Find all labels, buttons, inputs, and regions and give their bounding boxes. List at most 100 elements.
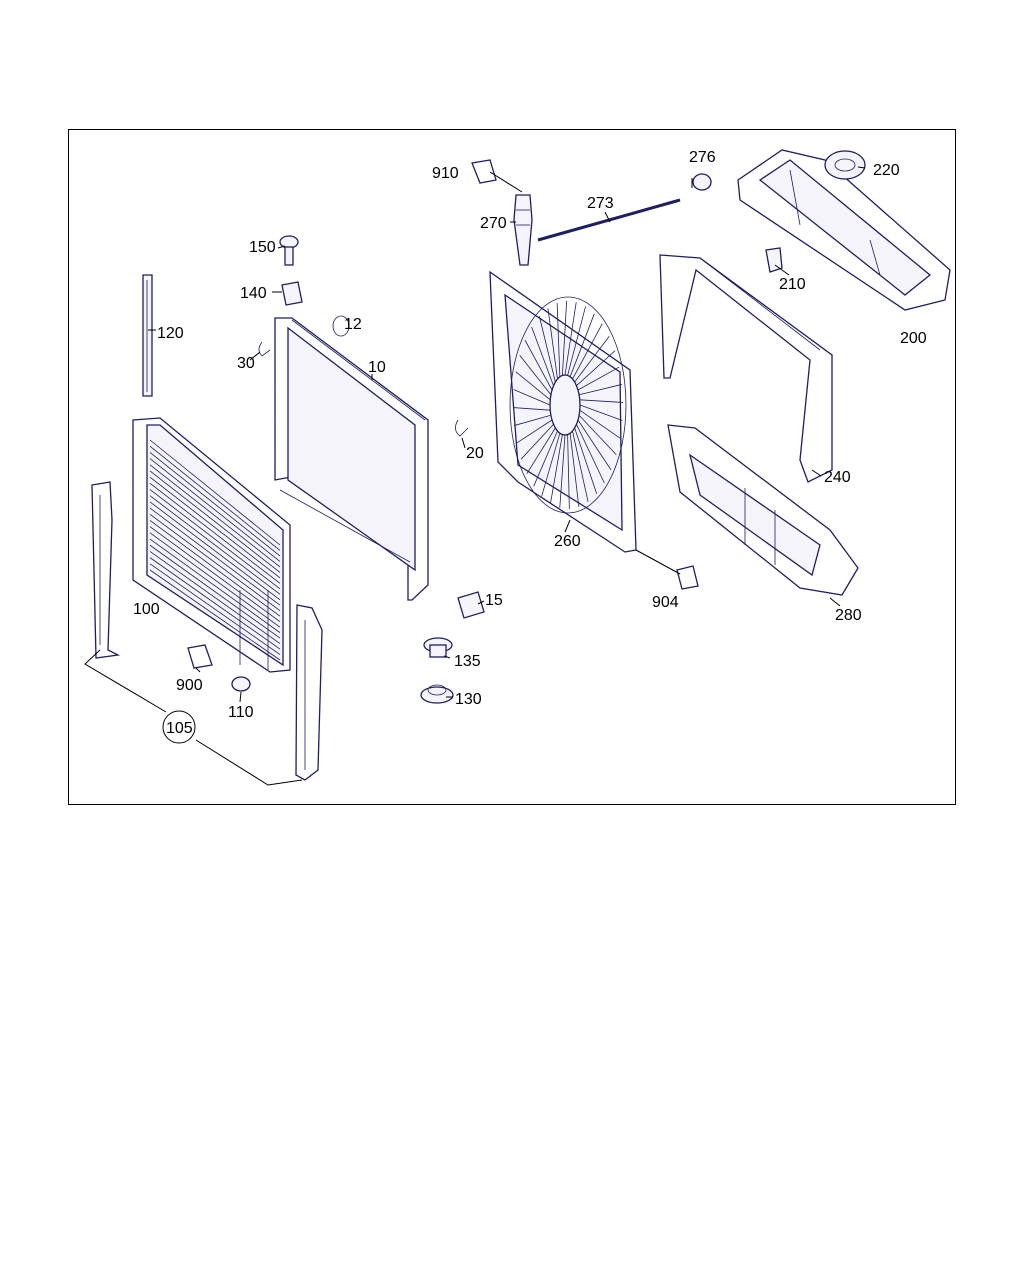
- condenser-fin: [149, 439, 281, 546]
- fan-blade: [533, 430, 558, 487]
- part-280-air-duct: [667, 424, 859, 596]
- note-900-symbol: [187, 644, 213, 669]
- callout-labels: 910 276 220 273 270 150 140 210 120 12 2…: [133, 149, 927, 744]
- label-100: 100: [133, 601, 160, 618]
- fan-blade: [569, 433, 580, 507]
- label-30: 30: [237, 355, 255, 372]
- note-904-symbol: [676, 565, 699, 590]
- label-12: 12: [344, 316, 362, 333]
- label-150: 150: [249, 239, 276, 256]
- fan-blade: [564, 302, 577, 376]
- part-100-condenser: [132, 417, 291, 673]
- condenser-fin: [149, 551, 281, 644]
- label-240: 240: [824, 469, 851, 486]
- condenser-fin: [149, 501, 281, 601]
- label-105: 105: [166, 720, 193, 737]
- fan-blade: [578, 414, 617, 456]
- label-20: 20: [466, 445, 484, 462]
- part-20-clip: [455, 419, 469, 437]
- fan-blade: [567, 434, 570, 509]
- label-910: 910: [432, 165, 459, 182]
- fan-blade: [526, 427, 556, 474]
- part-120-strip: [142, 274, 153, 397]
- fan-blade: [577, 419, 612, 471]
- fan-blade: [574, 427, 598, 494]
- part-15-switch: [457, 591, 485, 619]
- fan-blade: [574, 335, 610, 383]
- label-210: 210: [779, 276, 806, 293]
- condenser-fin: [149, 544, 281, 639]
- condenser-fin: [149, 470, 281, 573]
- fan-blade: [550, 434, 563, 504]
- label-15: 15: [485, 592, 503, 609]
- part-12-o-ring: [332, 315, 350, 337]
- part-276-clip: [692, 173, 712, 191]
- diagram-frame: [68, 129, 956, 805]
- part-240-frame: [659, 254, 833, 483]
- fan-blade: [561, 301, 568, 376]
- fan-blade: [576, 424, 605, 484]
- part-135-cap: [423, 637, 453, 658]
- note-910-symbol: [471, 159, 497, 184]
- label-135: 135: [454, 653, 481, 670]
- fan-blade: [572, 430, 589, 502]
- condenser-fin: [149, 458, 281, 562]
- fan-blade: [515, 371, 551, 401]
- label-276: 276: [689, 149, 716, 166]
- label-270: 270: [480, 215, 507, 232]
- part-270-sensor: [513, 194, 533, 266]
- condenser-fin: [149, 507, 281, 606]
- label-904: 904: [652, 594, 679, 611]
- part-30-clip: [258, 341, 271, 357]
- leader-lines: [84, 166, 866, 786]
- fan-blade: [519, 354, 552, 395]
- fan-blade: [512, 407, 551, 411]
- part-110-plug: [231, 676, 251, 692]
- fan-blade: [559, 434, 566, 508]
- condenser-fin: [149, 513, 281, 612]
- condenser-fin: [149, 464, 281, 568]
- condenser-fin: [149, 563, 281, 655]
- fan-blade: [516, 419, 553, 444]
- fan-blade: [556, 303, 561, 377]
- label-130: 130: [455, 691, 482, 708]
- fan-blade: [547, 308, 558, 380]
- part-210-clip: [765, 247, 783, 273]
- label-10: 10: [368, 359, 386, 376]
- part-10-radiator: [274, 317, 429, 601]
- label-110: 110: [228, 704, 254, 721]
- fan-blade: [513, 389, 551, 406]
- fan-blade: [538, 316, 556, 383]
- label-260: 260: [554, 533, 581, 550]
- fan-blade: [579, 404, 623, 421]
- condenser-fin: [149, 495, 281, 595]
- label-105-circle: [162, 710, 196, 744]
- part-105-bracket-right: [295, 604, 323, 781]
- fan-blade: [531, 326, 554, 386]
- condenser-fin: [149, 520, 281, 617]
- part-200-upper-cover: [737, 149, 951, 311]
- fan-blade: [579, 384, 623, 396]
- fan-blade: [524, 339, 553, 391]
- condenser-fin: [149, 476, 281, 579]
- condenser-fin: [149, 569, 281, 661]
- fan-blade: [513, 414, 552, 426]
- condenser-fin: [149, 557, 281, 650]
- condenser-fin: [149, 538, 281, 633]
- label-220: 220: [873, 162, 900, 179]
- fan-blade: [567, 306, 586, 376]
- fan-blade: [541, 433, 561, 497]
- part-150-clip: [279, 235, 299, 266]
- condenser-fin: [149, 445, 281, 551]
- fan-blade: [576, 350, 616, 387]
- fan-blade: [572, 323, 603, 380]
- label-140: 140: [240, 285, 267, 302]
- part-105-bracket-left: [91, 481, 121, 659]
- label-280: 280: [835, 607, 862, 624]
- condenser-fin: [149, 526, 281, 622]
- part-130-cap: [420, 684, 454, 704]
- fan-blade: [579, 409, 621, 439]
- label-200: 200: [900, 330, 927, 347]
- condenser-fin: [149, 483, 281, 584]
